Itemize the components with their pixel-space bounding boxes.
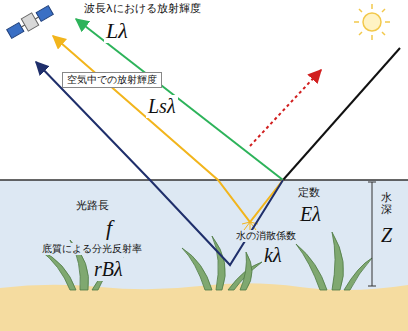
water-radiance-ray: [53, 36, 283, 222]
satellite: [6, 4, 55, 40]
reflected-ray: [250, 70, 321, 146]
radiance-title: 波長λにおける放射輝度: [82, 3, 203, 16]
symbol: rBλ: [92, 258, 125, 281]
symbol: f: [104, 215, 114, 240]
symbol: Lsλ: [146, 95, 178, 118]
depth-label: 水深: [379, 192, 394, 216]
symbol: Eλ: [298, 203, 323, 226]
water-surface: [0, 179, 408, 181]
symbol: Lλ: [104, 18, 130, 43]
surface-radiance-ray: [76, 19, 283, 180]
incident-ray: [283, 48, 400, 180]
water: [0, 180, 408, 290]
air-radiance-label: 空気中での放射輝度: [62, 72, 162, 88]
symbol: Z: [379, 224, 394, 247]
extinction-label: 水の消散係数: [234, 230, 298, 242]
sun: [354, 4, 390, 40]
constant-label: 定数: [296, 187, 322, 200]
path-length-label: 光路長: [74, 200, 111, 213]
symbol: kλ: [262, 244, 284, 267]
depth-bracket: [368, 182, 376, 286]
reflectance-label: 底質による分光反射率: [40, 243, 144, 255]
